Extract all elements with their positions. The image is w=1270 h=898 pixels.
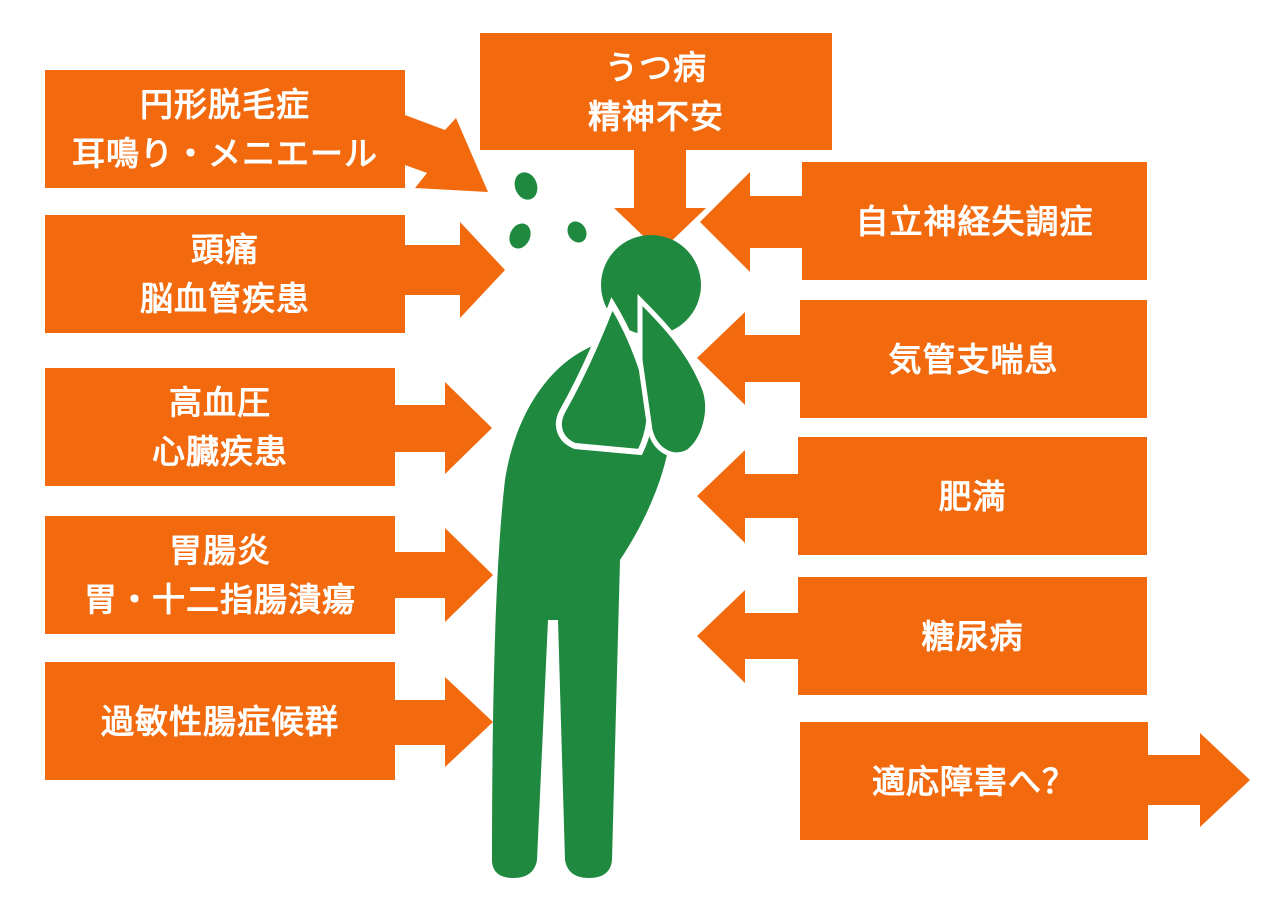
cause-box-ibs: 過敏性腸症候群	[45, 662, 395, 780]
cause-label: 頭痛	[191, 230, 259, 269]
cause-box-diabetes: 糖尿病	[798, 577, 1147, 695]
cause-label: 過敏性腸症候群	[101, 701, 339, 741]
cause-box-obesity: 肥満	[798, 437, 1147, 555]
cause-label: 胃・十二指腸潰瘍	[84, 580, 356, 619]
arrow-right-1	[700, 172, 802, 272]
arrows	[395, 115, 1250, 827]
arrow-left-1	[405, 115, 488, 192]
cause-label: 高血圧	[169, 383, 271, 422]
cause-label: うつ病	[605, 47, 707, 87]
cause-box-headache: 頭痛 脳血管疾患	[45, 215, 405, 333]
arrow-left-4	[395, 528, 493, 622]
cause-label: 胃腸炎	[169, 531, 271, 570]
cause-label: 心臓疾患	[152, 432, 288, 471]
cause-box-alopecia-tinnitus: 円形脱毛症 耳鳴り・メニエール	[45, 70, 405, 188]
arrow-left-3	[395, 382, 492, 474]
cause-box-depression: うつ病 精神不安	[480, 33, 832, 150]
cause-box-hypertension: 高血圧 心臓疾患	[45, 368, 395, 486]
sweat-drop-icon	[514, 172, 538, 200]
arrow-left-5	[395, 677, 493, 767]
cause-label: 肥満	[938, 476, 1007, 516]
cause-box-asthma: 気管支喘息	[800, 300, 1147, 418]
outcome-box-adjustment-disorder: 適応障害へ？	[800, 722, 1148, 840]
cause-label: 糖尿病	[921, 616, 1024, 656]
cause-label: 耳鳴り・メニエール	[72, 134, 378, 173]
stressed-person-icon	[492, 172, 711, 878]
cause-label: 脳血管疾患	[140, 279, 310, 318]
arrow-right-4	[697, 590, 798, 683]
arrow-right-2	[697, 312, 800, 405]
arrow-right-3	[697, 450, 798, 543]
arrow-outcome	[1148, 733, 1250, 827]
cause-label: 気管支喘息	[888, 339, 1059, 379]
sweat-drop-icon	[509, 223, 531, 249]
cause-label: 自立神経失調症	[855, 201, 1094, 241]
cause-box-gastroenteritis: 胃腸炎 胃・十二指腸潰瘍	[45, 516, 395, 634]
sweat-drop-icon	[567, 221, 587, 243]
outcome-label: 適応障害へ？	[872, 761, 1076, 801]
cause-box-autonomic: 自立神経失調症	[802, 162, 1147, 280]
arrow-top	[614, 150, 706, 252]
cause-label: 精神不安	[588, 96, 724, 136]
cause-label: 円形脱毛症	[140, 85, 310, 124]
arrow-left-2	[405, 222, 505, 318]
